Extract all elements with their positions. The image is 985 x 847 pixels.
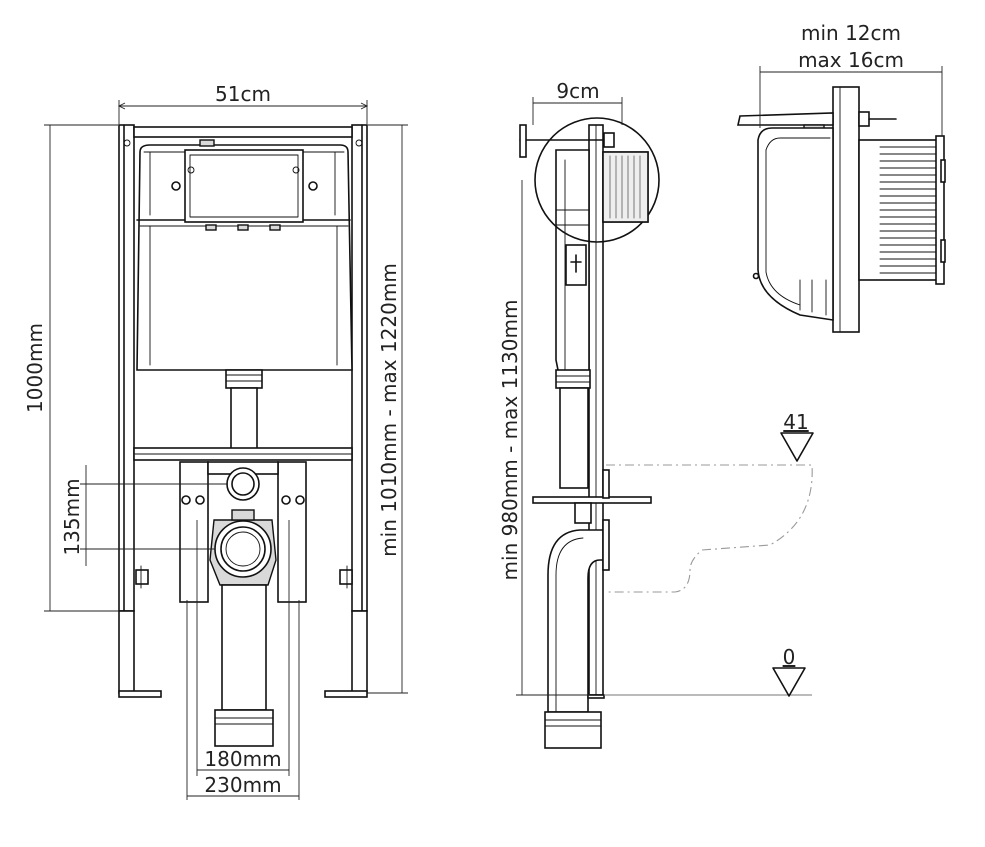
frame-right-post xyxy=(351,124,368,612)
level-top-label: 41 xyxy=(783,410,808,434)
detail-frame-post xyxy=(832,86,860,333)
bracket-right xyxy=(277,461,307,603)
level-bottom-label: 0 xyxy=(783,645,796,669)
frame-left-post xyxy=(118,124,135,612)
flush-pipe-connector xyxy=(225,369,263,389)
side-flush-pipe xyxy=(559,387,589,489)
detail-max-label: max 16cm xyxy=(798,48,904,72)
drain-socket xyxy=(214,709,274,747)
frame-height-label: min 1010mm - max 1220mm xyxy=(377,263,401,557)
detail-view: min 12cm max 16cm xyxy=(737,21,946,333)
detail-min-label: min 12cm xyxy=(801,21,901,45)
detail-cistern xyxy=(757,127,834,321)
front-height-label: 1000mm xyxy=(23,323,47,413)
level-marker-top xyxy=(780,432,814,462)
side-height-label: min 980mm - max 1130mm xyxy=(498,300,522,581)
front-view: 51cm 1000mm 135mm min 1010mm - max 1220m… xyxy=(23,82,408,800)
wc-pan-outline xyxy=(606,464,813,593)
service-hatch xyxy=(184,149,304,223)
leg-left xyxy=(118,610,135,694)
frame-top-rail xyxy=(133,126,353,138)
flush-pipe xyxy=(230,387,258,451)
drain-pipe xyxy=(221,584,267,711)
side-support-bar xyxy=(532,496,652,504)
inlet-offset-label: 135mm xyxy=(60,478,84,555)
detail-callout-circle xyxy=(534,117,660,243)
side-view: 9cm min 980mm - max 1130mm 41 0 xyxy=(498,79,814,749)
depth-label: 9cm xyxy=(556,79,599,103)
inner-width-label: 180mm xyxy=(204,747,281,771)
width-label: 51cm xyxy=(215,82,271,106)
leg-right xyxy=(351,610,368,694)
outer-width-label: 230mm xyxy=(204,773,281,797)
bracket-left xyxy=(179,461,209,603)
side-drain-socket xyxy=(544,711,602,749)
level-marker-bottom xyxy=(772,667,806,697)
